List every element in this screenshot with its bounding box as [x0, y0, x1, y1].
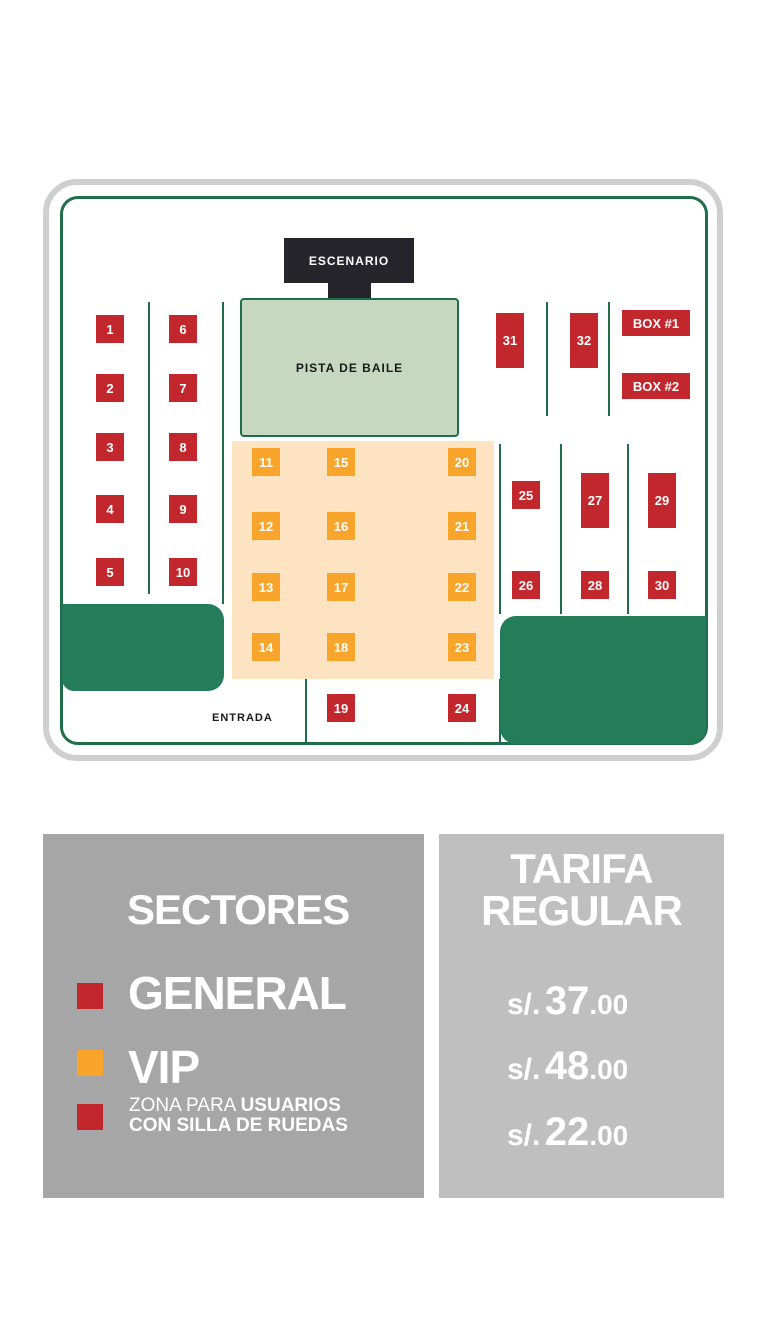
table-23[interactable]: 23	[448, 633, 476, 661]
price-whole: 37	[544, 979, 590, 1023]
pricing-title: TARIFA REGULAR	[439, 848, 724, 932]
table-26[interactable]: 26	[512, 571, 540, 599]
price-whole: 48	[544, 1044, 590, 1088]
table-6[interactable]: 6	[169, 315, 197, 343]
table-5[interactable]: 5	[96, 558, 124, 586]
accessible-label-part: ZONA PARA	[129, 1095, 241, 1116]
accessible-color-swatch	[77, 1104, 103, 1130]
price-whole: 22	[544, 1110, 590, 1154]
aisle-line	[560, 444, 562, 614]
table-4[interactable]: 4	[96, 495, 124, 523]
aisle-line	[546, 302, 548, 416]
table-16[interactable]: 16	[327, 512, 355, 540]
table-25[interactable]: 25	[512, 481, 540, 509]
table-14[interactable]: 14	[252, 633, 280, 661]
table-17[interactable]: 17	[327, 573, 355, 601]
table-29[interactable]: 29	[648, 473, 676, 528]
table-30[interactable]: 30	[648, 571, 676, 599]
green-area-left	[62, 604, 224, 691]
table-11[interactable]: 11	[252, 448, 280, 476]
table-9[interactable]: 9	[169, 495, 197, 523]
table-20[interactable]: 20	[448, 448, 476, 476]
table-27[interactable]: 27	[581, 473, 609, 528]
table-2[interactable]: 2	[96, 374, 124, 402]
table-15[interactable]: 15	[327, 448, 355, 476]
price-general: s/. 37.00	[507, 979, 628, 1024]
aisle-line	[608, 302, 610, 416]
price-decimal: .00	[589, 1120, 629, 1151]
table-10[interactable]: 10	[169, 558, 197, 586]
table-3[interactable]: 3	[96, 433, 124, 461]
general-label: GENERAL	[128, 967, 347, 1019]
table-7[interactable]: 7	[169, 374, 197, 402]
box-2[interactable]: BOX #2	[622, 373, 690, 399]
price-vip: s/. 48.00	[507, 1044, 628, 1089]
price-decimal: .00	[589, 989, 629, 1020]
table-31[interactable]: 31	[496, 313, 524, 368]
table-19[interactable]: 19	[327, 694, 355, 722]
currency: s/.	[507, 1053, 541, 1086]
accessible-label: ZONA PARA USUARIOS CON SILLA DE RUEDAS	[129, 1096, 348, 1136]
table-12[interactable]: 12	[252, 512, 280, 540]
table-8[interactable]: 8	[169, 433, 197, 461]
sectors-legend-panel	[43, 834, 424, 1198]
pricing-panel	[439, 834, 724, 1198]
accessible-label-emphasis: USUARIOS	[240, 1095, 341, 1116]
entrance-label: ENTRADA	[212, 712, 273, 724]
price-decimal: .00	[589, 1054, 629, 1085]
dance-floor: PISTA DE BAILE	[240, 298, 459, 437]
table-22[interactable]: 22	[448, 573, 476, 601]
aisle-line	[499, 444, 501, 614]
aisle-line	[627, 444, 629, 614]
table-21[interactable]: 21	[448, 512, 476, 540]
currency: s/.	[507, 988, 541, 1021]
pricing-title-line2: REGULAR	[481, 887, 683, 934]
table-18[interactable]: 18	[327, 633, 355, 661]
aisle-line	[148, 302, 150, 594]
vip-label: VIP	[128, 1041, 200, 1093]
green-area-right	[500, 616, 706, 744]
accessible-label-line2: CON SILLA DE RUEDAS	[129, 1115, 348, 1136]
table-24[interactable]: 24	[448, 694, 476, 722]
table-13[interactable]: 13	[252, 573, 280, 601]
table-28[interactable]: 28	[581, 571, 609, 599]
table-1[interactable]: 1	[96, 315, 124, 343]
vip-color-swatch	[77, 1050, 103, 1076]
sectors-title: SECTORES	[127, 886, 350, 933]
stage: ESCENARIO	[284, 238, 414, 283]
general-color-swatch	[77, 983, 103, 1009]
pricing-title-line1: TARIFA	[510, 845, 654, 892]
currency: s/.	[507, 1119, 541, 1152]
price-accessible: s/. 22.00	[507, 1110, 628, 1155]
box-1[interactable]: BOX #1	[622, 310, 690, 336]
table-32[interactable]: 32	[570, 313, 598, 368]
aisle-line	[222, 302, 224, 604]
